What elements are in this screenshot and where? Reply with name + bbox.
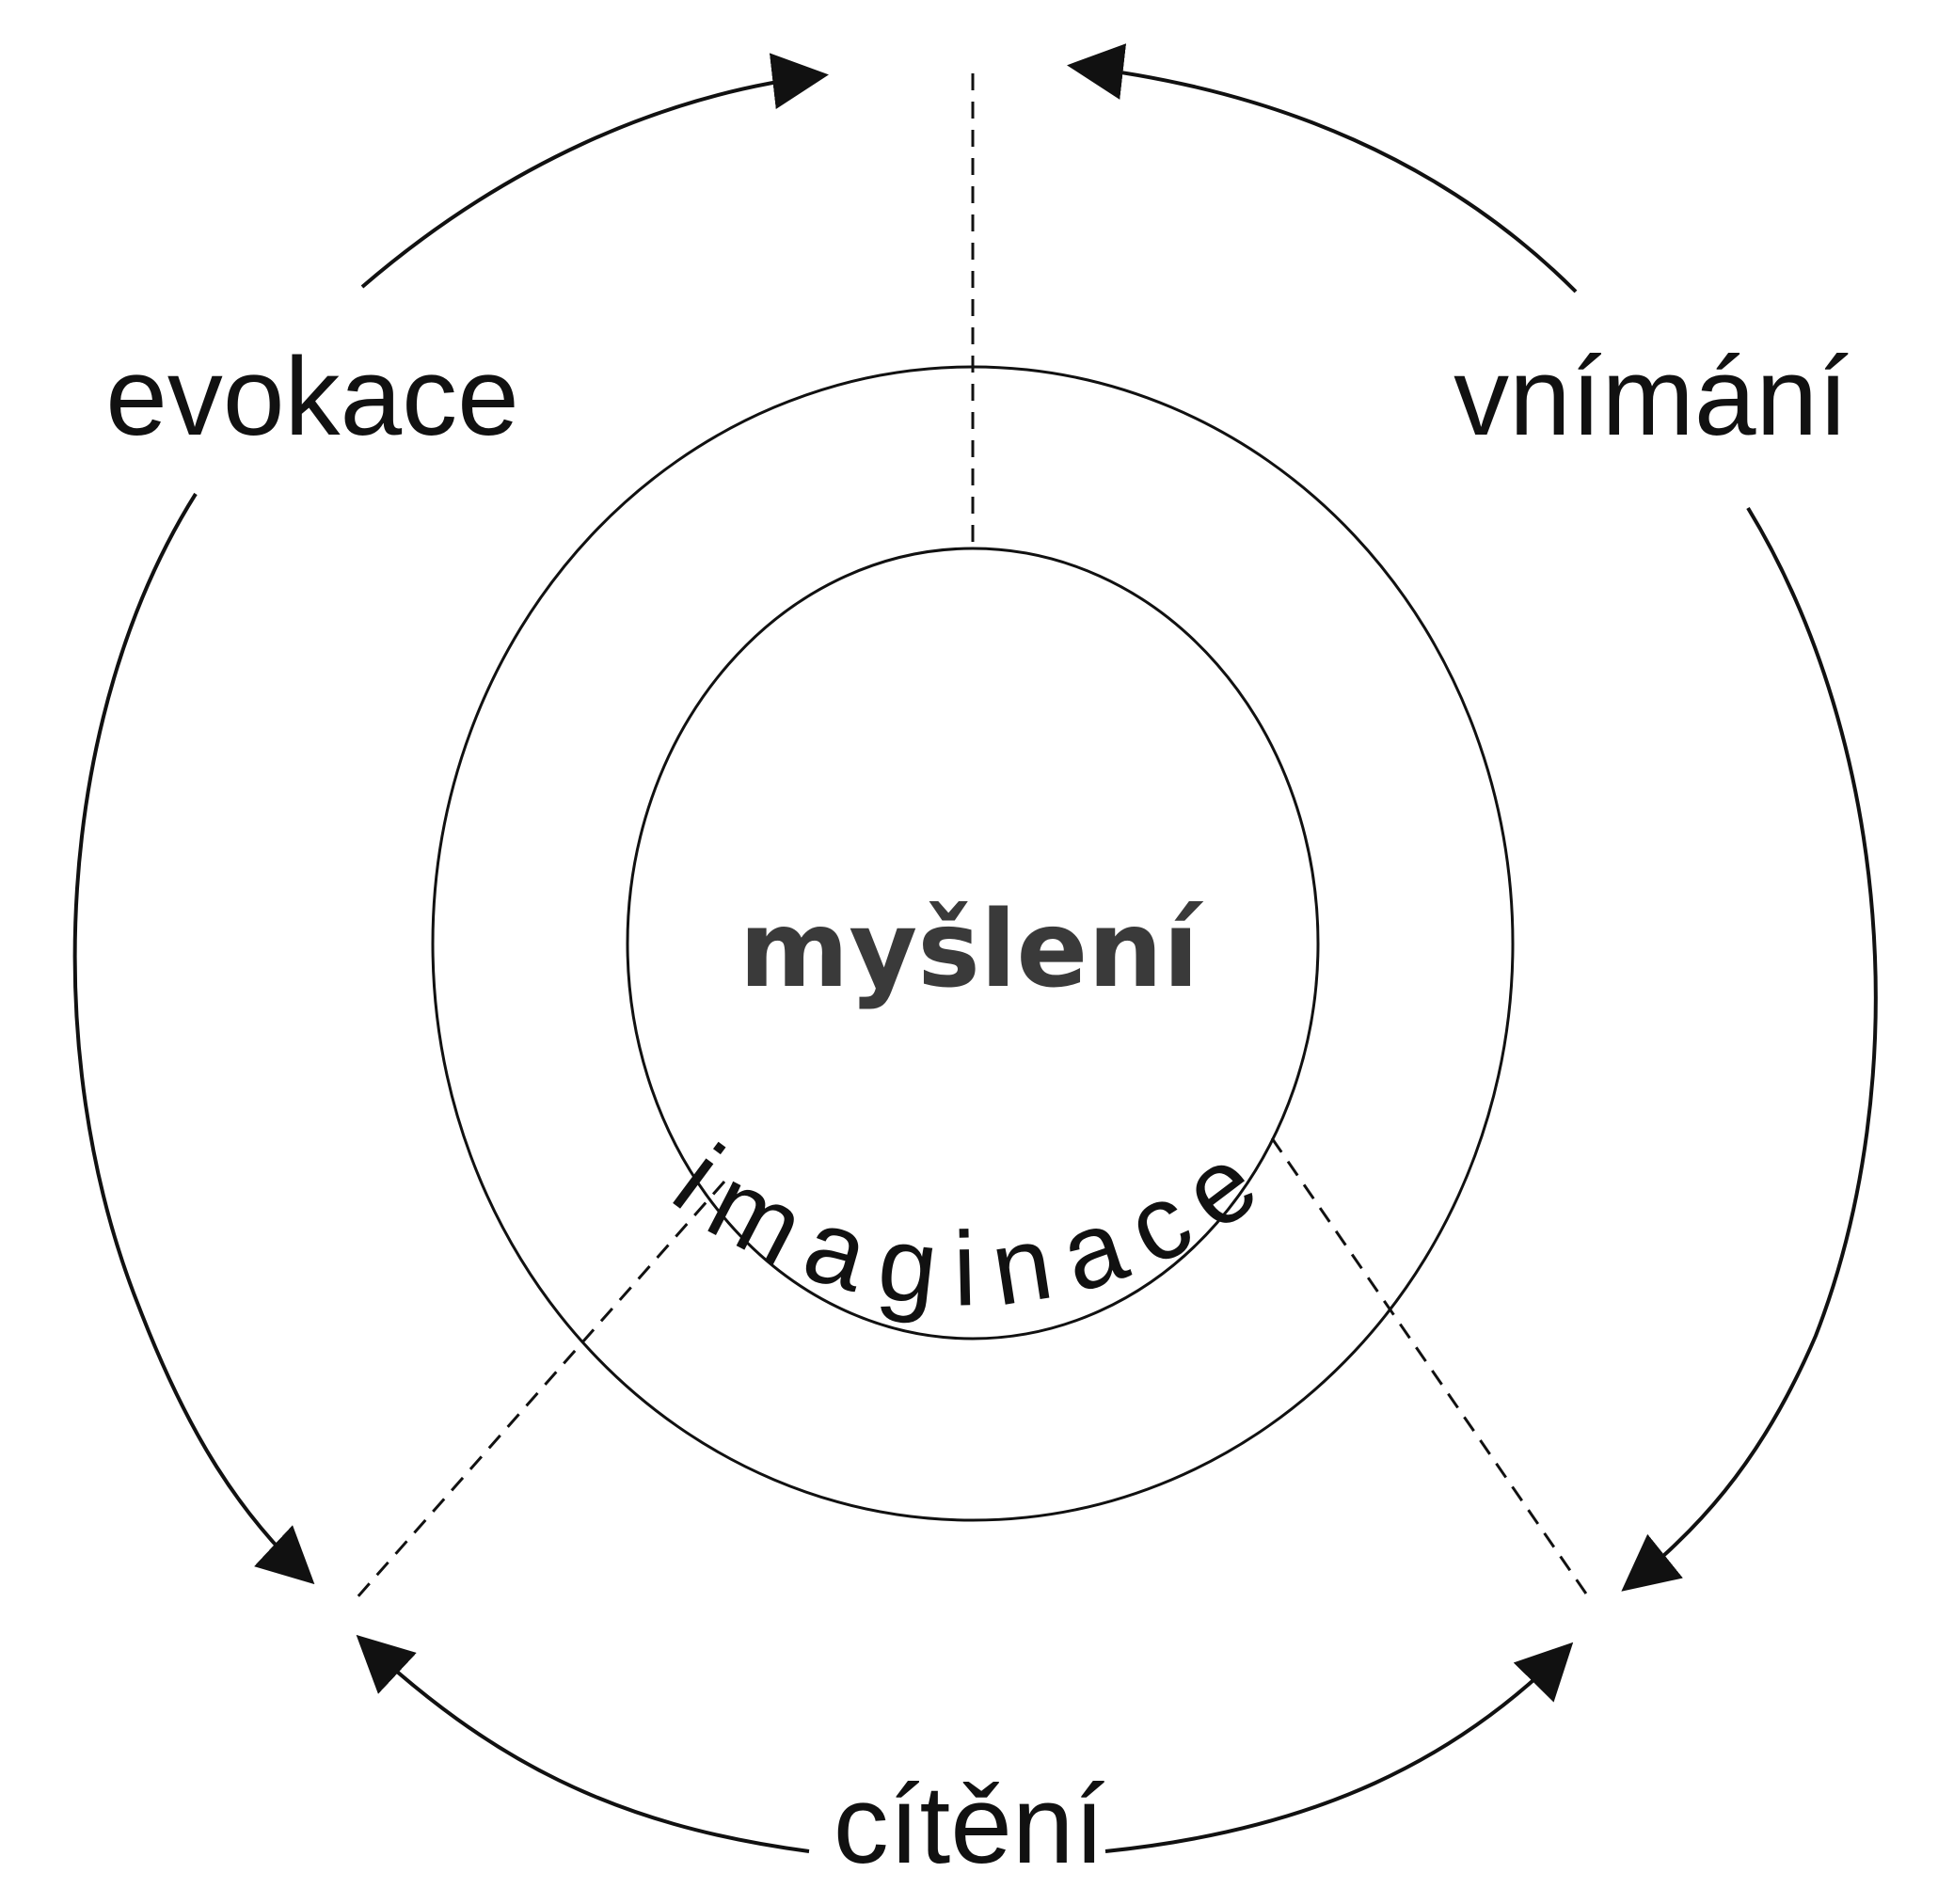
label-evokace: evokace (105, 335, 519, 459)
label-imaginace: imaginace (654, 1110, 1295, 1328)
outer-ring (431, 365, 1515, 1522)
label-citeni: cítění (834, 1763, 1105, 1887)
arc-bottom-right-arrow (1104, 1642, 1574, 1853)
arc-bottom-left-arrow (356, 1634, 810, 1853)
label-vnimani: vnímání (1454, 335, 1849, 459)
arc-vnimani-to-top-arrow (1067, 43, 1578, 294)
arc-vnimani-down-arrow (1621, 506, 1878, 1592)
lower-left-divider-line (354, 1181, 726, 1600)
arc-evokace-down-arrow (72, 492, 315, 1585)
label-mysleni: myšlení (739, 889, 1204, 1011)
arc-evokace-to-top-arrow (360, 53, 829, 289)
inner-circle (626, 547, 1320, 1341)
lower-right-divider-line (1270, 1137, 1592, 1600)
label-imaginace-path: imaginace (654, 1110, 1274, 1328)
